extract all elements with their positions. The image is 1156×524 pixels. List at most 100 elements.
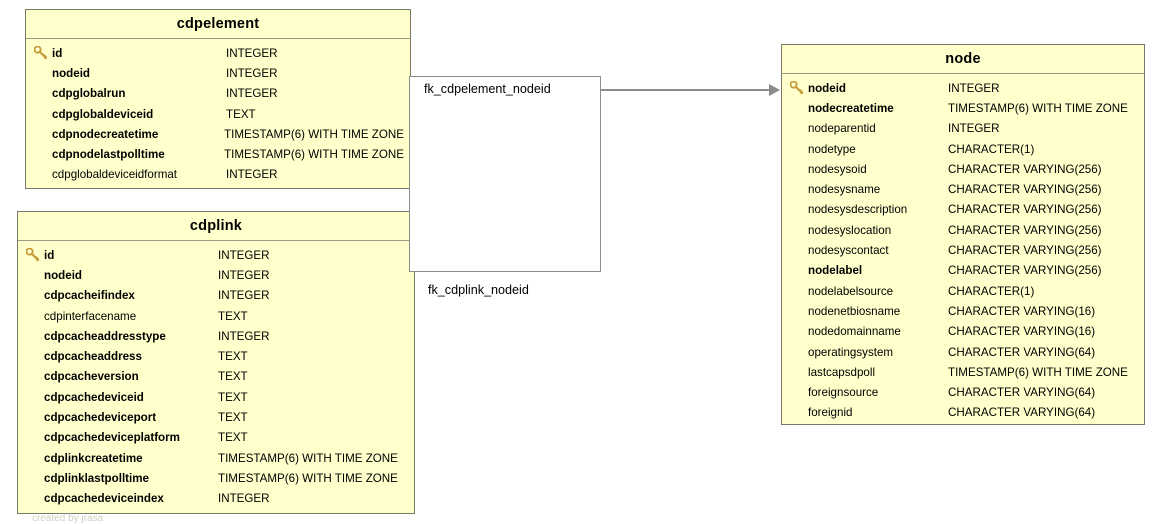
entity-title-cdplink: cdplink bbox=[18, 212, 414, 241]
attribute-row: nodesysdescription CHARACTER VARYING(256) bbox=[782, 200, 1144, 220]
attribute-icon-placeholder bbox=[22, 410, 44, 426]
attribute-row: cdpinterfacename TEXT bbox=[18, 306, 414, 326]
attribute-name: operatingsystem bbox=[808, 345, 894, 359]
attribute-icon-placeholder bbox=[22, 430, 44, 446]
attribute-name: cdpcachedeviceplatform bbox=[44, 431, 180, 445]
relationship-arrowhead-icon bbox=[769, 84, 780, 96]
attribute-icon-placeholder bbox=[786, 141, 808, 157]
attribute-icon-placeholder bbox=[22, 470, 44, 486]
attribute-type: CHARACTER VARYING(16) bbox=[948, 304, 1096, 318]
attribute-icon-placeholder bbox=[22, 491, 44, 507]
attribute-icon-placeholder bbox=[30, 86, 52, 102]
attribute-type: INTEGER bbox=[226, 66, 278, 80]
attribute-icon-placeholder bbox=[786, 364, 808, 380]
attribute-type: CHARACTER VARYING(64) bbox=[948, 345, 1096, 359]
attribute-type: INTEGER bbox=[948, 122, 1000, 136]
attribute-row: nodenetbiosname CHARACTER VARYING(16) bbox=[782, 301, 1144, 321]
attribute-type: INTEGER bbox=[218, 268, 270, 282]
attribute-name: nodeid bbox=[808, 81, 846, 95]
attribute-type: INTEGER bbox=[218, 329, 270, 343]
attribute-icon-placeholder bbox=[22, 389, 44, 405]
attribute-name: cdpcachedeviceid bbox=[44, 390, 144, 404]
attribute-row: nodedomainname CHARACTER VARYING(16) bbox=[782, 322, 1144, 342]
attribute-icon-placeholder bbox=[22, 288, 44, 304]
attribute-icon-placeholder bbox=[30, 126, 52, 142]
attribute-name: cdpglobalrun bbox=[52, 87, 126, 101]
attribute-type: CHARACTER(1) bbox=[948, 142, 1035, 156]
attribute-type: INTEGER bbox=[226, 87, 278, 101]
attribute-row: nodeid INTEGER bbox=[26, 63, 410, 83]
attribute-name: nodesysoid bbox=[808, 162, 867, 176]
attribute-name: nodenetbiosname bbox=[808, 304, 901, 318]
attribute-type: CHARACTER VARYING(256) bbox=[948, 162, 1102, 176]
relationship-label-fk-cdpelement-nodeid: fk_cdpelement_nodeid bbox=[424, 82, 551, 96]
attribute-icon-placeholder bbox=[30, 147, 52, 163]
primary-key-icon bbox=[30, 45, 52, 61]
attribute-icon-placeholder bbox=[786, 303, 808, 319]
attribute-name: cdpcacheversion bbox=[44, 370, 139, 384]
attribute-name: nodeid bbox=[52, 66, 90, 80]
attribute-type: INTEGER bbox=[218, 492, 270, 506]
attribute-name: nodesysdescription bbox=[808, 203, 908, 217]
attribute-name: cdpglobaldeviceidformat bbox=[52, 168, 178, 182]
attribute-name: nodelabelsource bbox=[808, 284, 894, 298]
attribute-icon-placeholder bbox=[786, 243, 808, 259]
attribute-icon-placeholder bbox=[30, 106, 52, 122]
attribute-type: CHARACTER VARYING(16) bbox=[948, 325, 1096, 339]
attribute-name: cdpcachedeviceindex bbox=[44, 492, 164, 506]
attribute-icon-placeholder bbox=[786, 182, 808, 198]
attribute-row: nodelabelsource CHARACTER(1) bbox=[782, 281, 1144, 301]
attribute-type: TEXT bbox=[226, 107, 256, 121]
attribute-icon-placeholder bbox=[30, 65, 52, 81]
attribute-row: cdpglobaldeviceid TEXT bbox=[26, 104, 410, 124]
attribute-icon-placeholder bbox=[30, 167, 52, 183]
attribute-name: nodesyslocation bbox=[808, 223, 892, 237]
attribute-name: cdpinterfacename bbox=[44, 309, 137, 323]
attribute-type: INTEGER bbox=[218, 289, 270, 303]
attribute-name: cdpcachedeviceport bbox=[44, 411, 157, 425]
attribute-name: cdpnodecreatetime bbox=[52, 127, 159, 141]
attribute-icon-placeholder bbox=[786, 283, 808, 299]
attribute-type: TIMESTAMP(6) WITH TIME ZONE bbox=[218, 451, 398, 465]
attribute-type: CHARACTER VARYING(256) bbox=[948, 203, 1102, 217]
attribute-row: cdplinkcreatetime TIMESTAMP(6) WITH TIME … bbox=[18, 448, 414, 468]
attribute-name: cdpglobaldeviceid bbox=[52, 107, 154, 121]
attribute-type: CHARACTER(1) bbox=[948, 284, 1035, 298]
attribute-icon-placeholder bbox=[22, 267, 44, 283]
attribute-icon-placeholder bbox=[22, 308, 44, 324]
attribute-icon-placeholder bbox=[22, 349, 44, 365]
attribute-type: TEXT bbox=[218, 309, 248, 323]
relationship-routing-box bbox=[409, 76, 601, 272]
attribute-icon-placeholder bbox=[786, 202, 808, 218]
attribute-icon-placeholder bbox=[786, 161, 808, 177]
attribute-name: foreignsource bbox=[808, 386, 879, 400]
attribute-icon-placeholder bbox=[786, 121, 808, 137]
attribute-type: CHARACTER VARYING(256) bbox=[948, 264, 1102, 278]
attribute-type: TEXT bbox=[218, 370, 248, 384]
attribute-row: cdpglobalrun INTEGER bbox=[26, 84, 410, 104]
watermark-text: created by jrasa bbox=[32, 513, 104, 524]
attribute-name: cdplinklastpolltime bbox=[44, 471, 150, 485]
attribute-type: CHARACTER VARYING(256) bbox=[948, 183, 1102, 197]
entity-title-cdpelement: cdpelement bbox=[26, 10, 410, 39]
attribute-type: CHARACTER VARYING(256) bbox=[948, 244, 1102, 258]
attribute-name: nodedomainname bbox=[808, 325, 901, 339]
attribute-name: nodeparentid bbox=[808, 122, 876, 136]
attribute-name: cdplinkcreatetime bbox=[44, 451, 143, 465]
attribute-type: TEXT bbox=[218, 431, 248, 445]
